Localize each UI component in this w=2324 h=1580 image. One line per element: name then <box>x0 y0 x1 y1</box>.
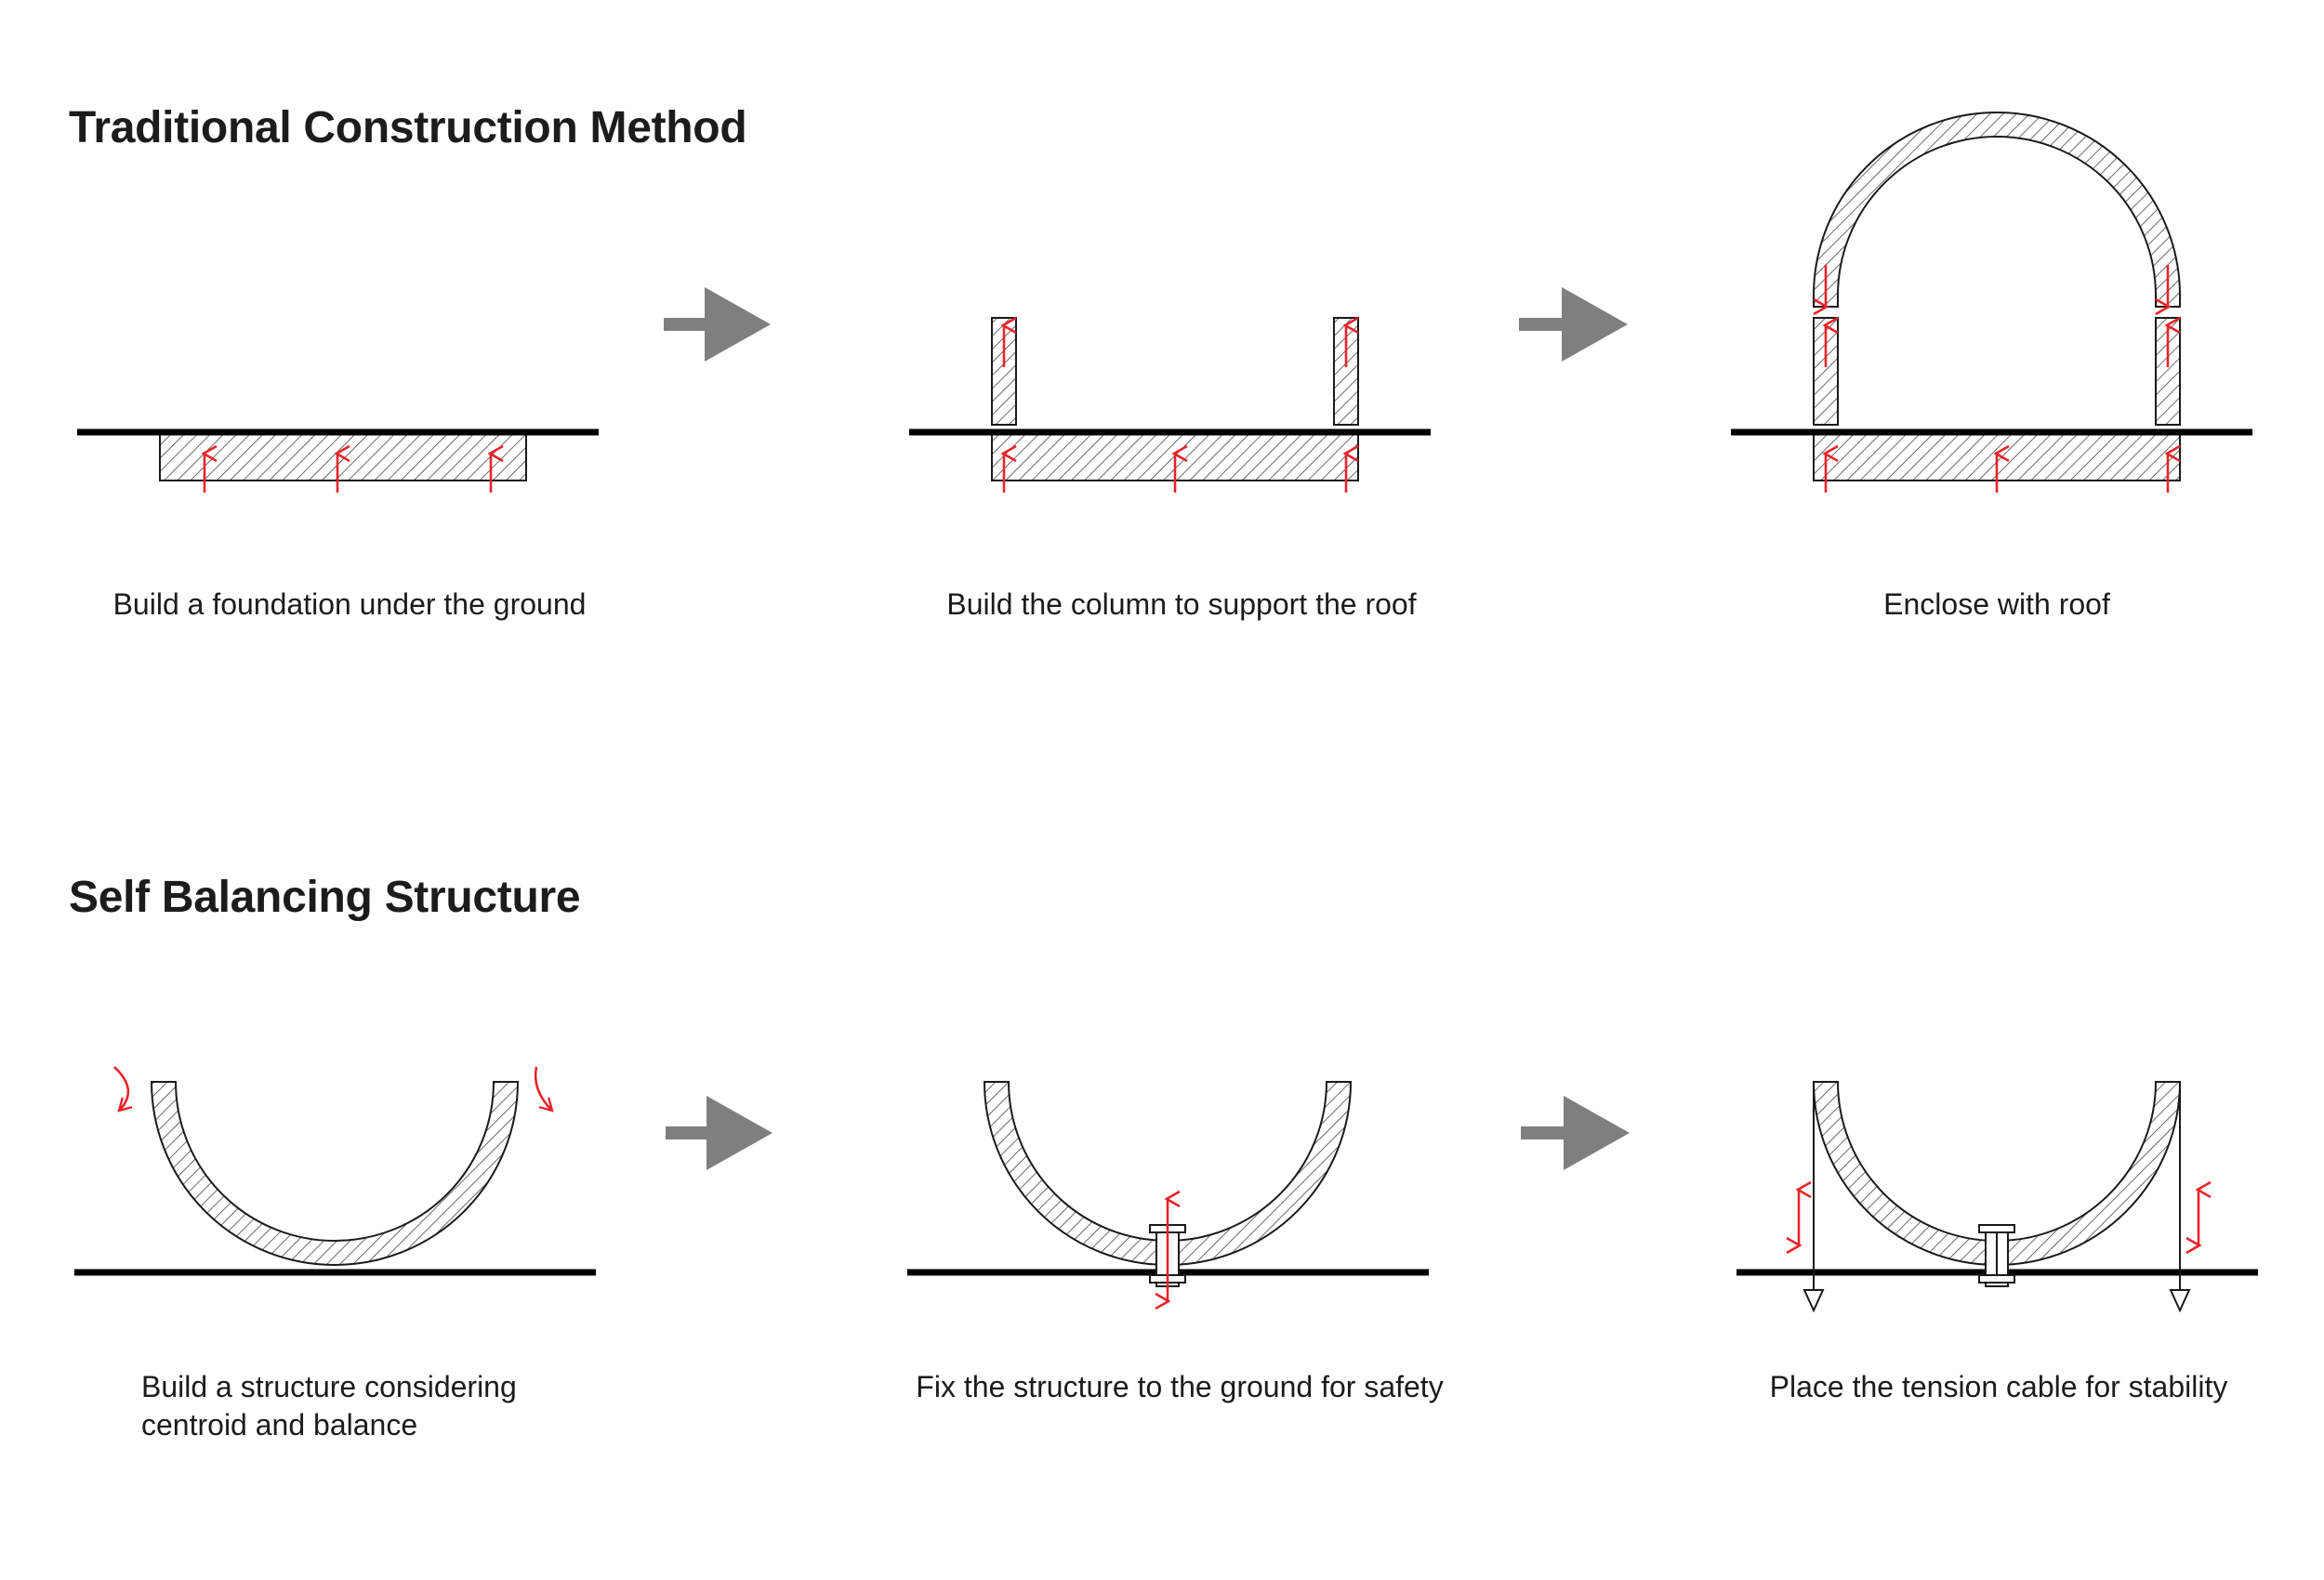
rotation-arrow-left <box>113 1066 133 1113</box>
upward-force-arrows <box>1004 325 1346 493</box>
bowl-structure <box>983 1081 1353 1266</box>
ground-anchor-bolt <box>1978 1224 2015 1287</box>
foundation-diagram <box>77 428 599 493</box>
tension-cables <box>1802 1082 2191 1313</box>
caption-balance: Build a structure considering centroid a… <box>141 1368 517 1444</box>
tension-force-arrows <box>1799 1190 2199 1245</box>
balance-diagram <box>74 1066 596 1276</box>
section-title-traditional: Traditional Construction Method <box>69 103 747 152</box>
caption-anchor: Fix the structure to the ground for safe… <box>916 1370 1444 1403</box>
section-title-self-balancing: Self Balancing Structure <box>69 873 581 922</box>
roof-diagram <box>1731 112 2252 493</box>
force-arrows <box>1826 265 2168 493</box>
upward-force-arrows <box>205 454 491 493</box>
caption-tension-cable: Place the tension cable for stability <box>1769 1370 2228 1403</box>
anchor-diagram <box>907 1081 1429 1301</box>
foundation <box>159 431 527 481</box>
bowl-structure <box>150 1081 520 1266</box>
step-arrow-3 <box>666 1096 772 1170</box>
arched-roof <box>1813 112 2181 308</box>
step-arrow-1 <box>664 287 771 362</box>
rotation-arrow-right <box>534 1066 554 1113</box>
column-diagram <box>909 318 1431 493</box>
caption-column: Build the column to support the roof <box>946 587 1417 621</box>
caption-balance-line-2: centroid and balance <box>141 1408 418 1442</box>
caption-roof: Enclose with roof <box>1883 587 2110 621</box>
step-arrow-4 <box>1521 1096 1630 1170</box>
step-arrow-2 <box>1519 287 1628 362</box>
caption-balance-line-1: Build a structure considering <box>141 1370 517 1403</box>
tension-cable-diagram <box>1736 1081 2258 1313</box>
caption-foundation: Build a foundation under the ground <box>112 587 587 621</box>
